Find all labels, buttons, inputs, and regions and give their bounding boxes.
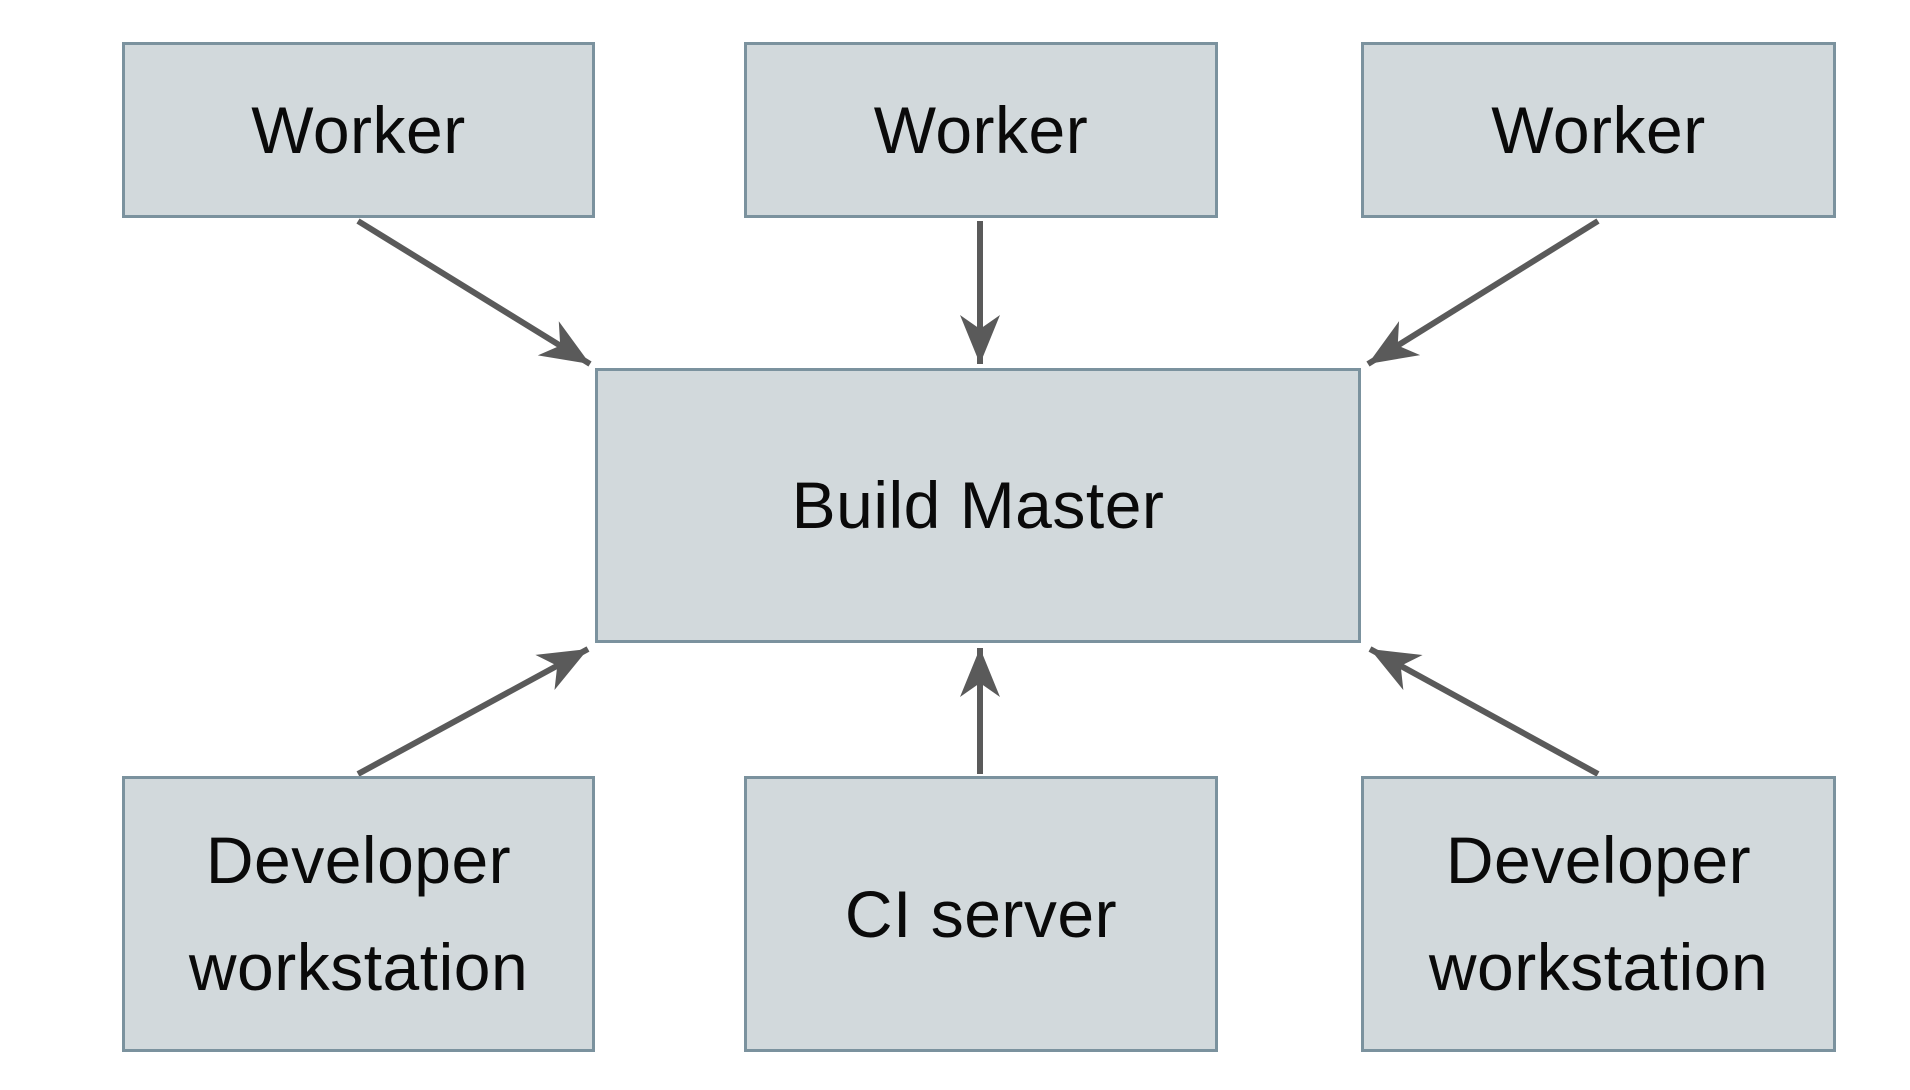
worker-1-label: Worker — [251, 92, 466, 167]
developer-workstation-2-label: Developer workstation — [1428, 823, 1769, 1004]
developer-workstation-box-2: Developer workstation — [1361, 776, 1836, 1052]
worker-box-1: Worker — [122, 42, 595, 218]
worker-3-label: Worker — [1491, 92, 1706, 167]
arrow-developer-workstation-2-to-build-master — [1368, 646, 1600, 777]
worker-2-label: Worker — [873, 92, 1089, 167]
arrow-worker-1-to-build-master — [356, 218, 592, 367]
ci-server-box: CI server — [744, 776, 1218, 1052]
build-master-box: Build Master — [595, 368, 1361, 643]
worker-box-2: Worker — [744, 42, 1218, 218]
arrow-developer-workstation-1-to-build-master — [356, 646, 590, 777]
build-master-label: Build Master — [791, 468, 1165, 543]
developer-workstation-1-label: Developer workstation — [188, 823, 529, 1004]
arrow-worker-3-to-build-master — [1366, 218, 1600, 367]
worker-box-3: Worker — [1361, 42, 1836, 218]
ci-server-label: CI server — [844, 876, 1118, 951]
developer-workstation-box-1: Developer workstation — [122, 776, 595, 1052]
